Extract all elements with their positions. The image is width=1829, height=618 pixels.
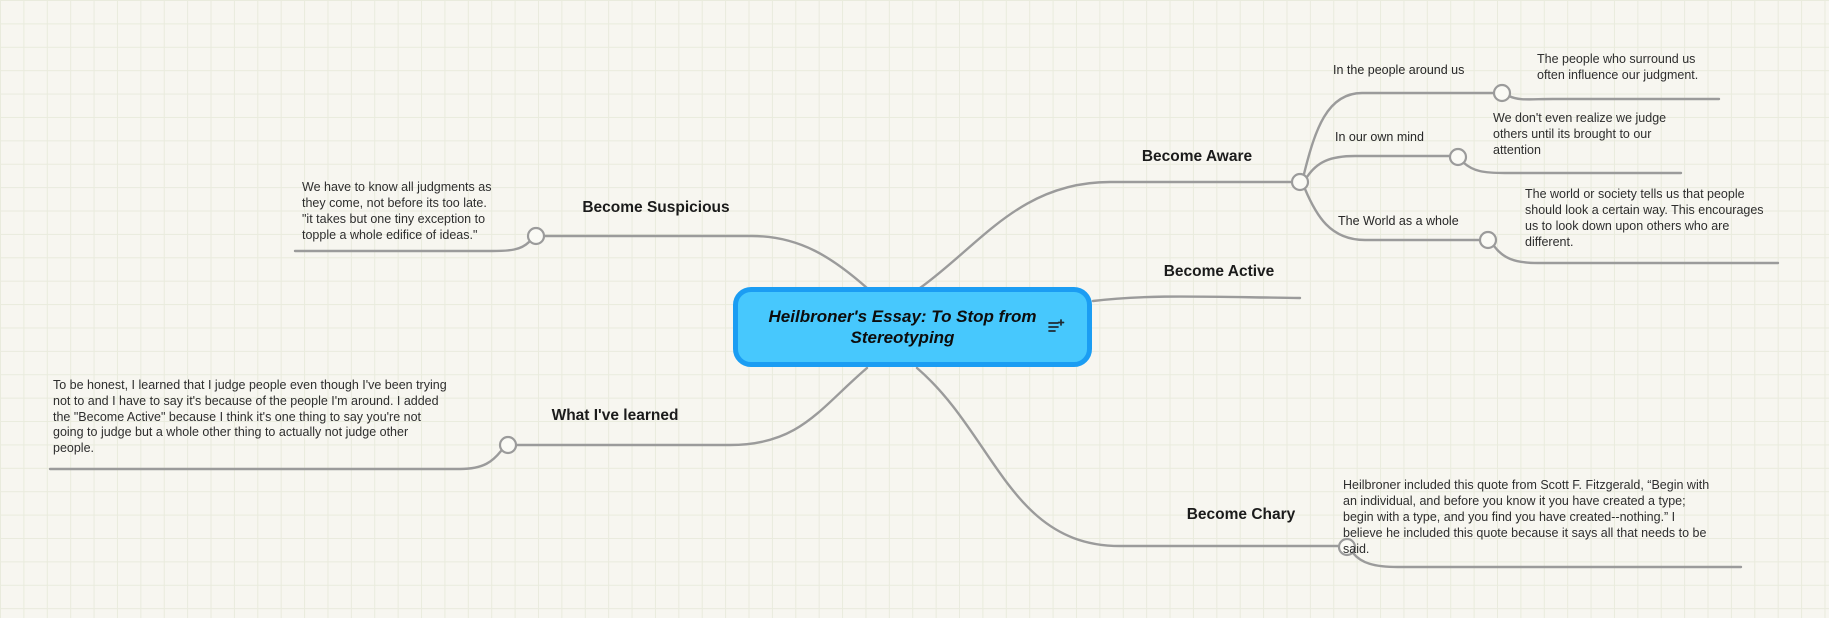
connector-dot-people-around-us[interactable]: [1492, 83, 1512, 103]
line-note-world-whole: [1492, 244, 1780, 265]
branch-line-what-ive-learned: [515, 366, 869, 447]
topic-become-aware[interactable]: Become Aware: [1141, 148, 1253, 165]
topic-what-ive-learned[interactable]: What I've learned: [551, 407, 679, 424]
branch-line-become-suspicious: [543, 234, 869, 290]
note-people-around-us[interactable]: The people who surround us often influen…: [1537, 52, 1699, 82]
note-world-whole[interactable]: The world or society tells us that peopl…: [1525, 187, 1764, 249]
line-note-what-ive-learned: [48, 449, 503, 471]
line-note-people-around-us: [1507, 94, 1721, 101]
connector-dot-become-aware[interactable]: [1290, 172, 1310, 192]
line-in-our-own-mind: [1305, 154, 1451, 179]
topic-in-the-people-around-us[interactable]: In the people around us: [1333, 63, 1465, 77]
note-what-ive-learned[interactable]: To be honest, I learned that I judge peo…: [53, 378, 447, 456]
line-note-become-suspicious: [293, 240, 531, 253]
line-the-world-as-a-whole: [1303, 187, 1481, 242]
note-become-chary[interactable]: Heilbroner included this quote from Scot…: [1343, 478, 1710, 556]
note-become-suspicious[interactable]: We have to know all judgments as they co…: [302, 180, 492, 242]
connector-dot-own-mind[interactable]: [1448, 147, 1468, 167]
root-topic-title: Heilbroner's Essay: To Stop from Stereot…: [768, 307, 1037, 347]
line-note-become-chary: [1351, 551, 1743, 569]
root-topic[interactable]: Heilbroner's Essay: To Stop from Stereot…: [733, 287, 1092, 367]
topic-the-world-as-a-whole[interactable]: The World as a whole: [1338, 214, 1459, 228]
note-own-mind[interactable]: We don't even realize we judge others un…: [1493, 111, 1667, 157]
notes-icon[interactable]: [1047, 318, 1065, 336]
connector-dot-become-suspicious[interactable]: [526, 226, 546, 246]
branch-line-become-aware: [918, 180, 1293, 290]
line-in-the-people-around-us: [1302, 91, 1495, 176]
topic-become-chary[interactable]: Become Chary: [1186, 506, 1296, 523]
line-note-own-mind: [1462, 161, 1683, 175]
topic-become-active[interactable]: Become Active: [1163, 263, 1275, 280]
branch-line-become-active: [1091, 295, 1302, 303]
connector-dot-world-whole[interactable]: [1478, 230, 1498, 250]
branch-line-become-chary: [915, 366, 1340, 548]
topic-in-our-own-mind[interactable]: In our own mind: [1335, 130, 1424, 144]
connector-dot-become-chary[interactable]: [1337, 537, 1357, 557]
topic-become-suspicious[interactable]: Become Suspicious: [582, 199, 730, 216]
connector-dot-what-ive-learned[interactable]: [498, 435, 518, 455]
